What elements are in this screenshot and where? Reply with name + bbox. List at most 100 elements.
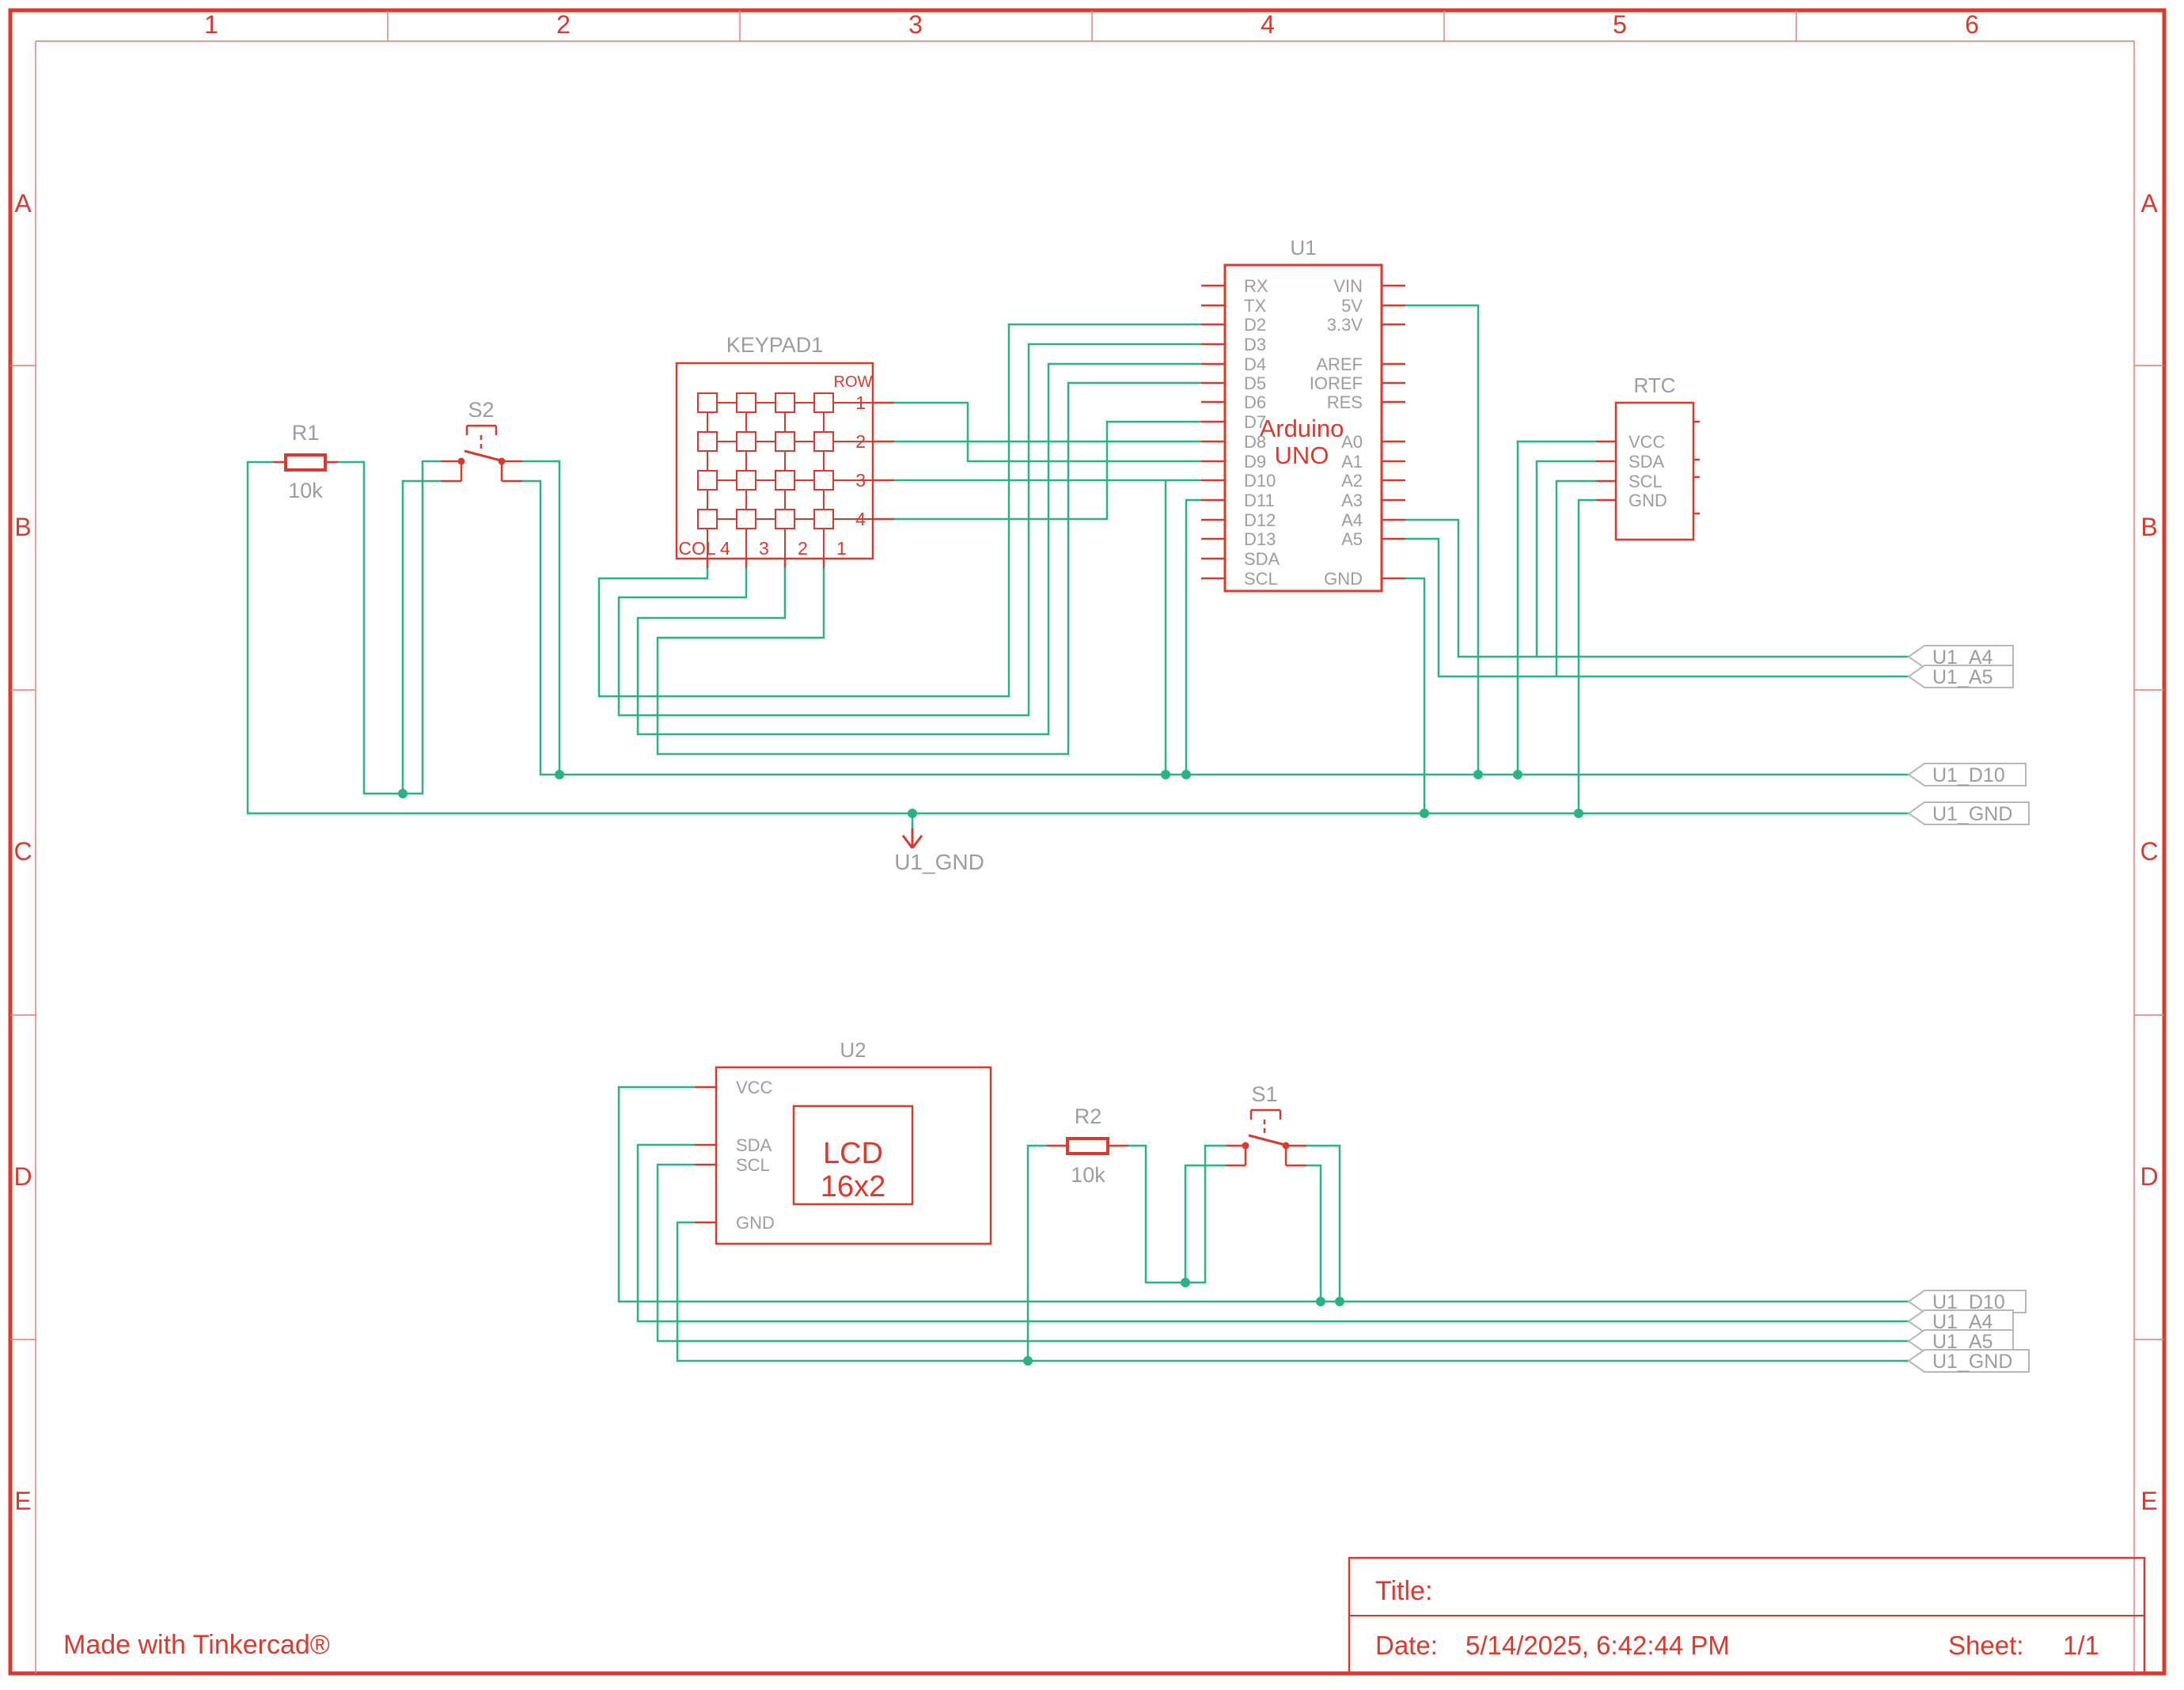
- wire[interactable]: [1128, 1144, 1226, 1284]
- net-flag-U1_A5[interactable]: [1907, 665, 2014, 688]
- wire[interactable]: [522, 460, 561, 775]
- switch-contact-dot: [457, 457, 465, 465]
- red-linework: [273, 284, 1700, 1224]
- wire[interactable]: [1516, 440, 1596, 775]
- frame-outer-border: [8, 8, 2167, 1676]
- wire[interactable]: [1535, 460, 1596, 657]
- wire[interactable]: [894, 479, 1167, 775]
- wire[interactable]: [617, 1086, 1909, 1303]
- wire[interactable]: [1306, 1144, 1341, 1302]
- u1-pin-name: SDA: [1244, 549, 1280, 569]
- u1-pin-name: A1: [1341, 452, 1363, 472]
- u1-pin-name: GND: [1324, 569, 1363, 589]
- junction-dot: [1473, 770, 1483, 779]
- u1-pin-name: A0: [1341, 432, 1363, 452]
- r2-value: 10k: [1071, 1163, 1105, 1187]
- u1-pin-name: D9: [1244, 452, 1266, 472]
- title-label: Title:: [1375, 1576, 1432, 1606]
- net-flag-label: U1_GND: [1932, 803, 2012, 825]
- wire[interactable]: [1555, 479, 1596, 676]
- symbol-line: [901, 835, 914, 849]
- u1-pin-name: RES: [1327, 392, 1363, 412]
- junction-dot: [1023, 1356, 1033, 1366]
- wire[interactable]: [1405, 577, 1426, 813]
- rtc-ref: RTC: [1634, 373, 1676, 397]
- r1-body[interactable]: [284, 453, 327, 472]
- wire[interactable]: [656, 381, 1201, 756]
- wire[interactable]: [1577, 498, 1596, 813]
- junction-dot: [1316, 1297, 1325, 1306]
- wire[interactable]: [894, 401, 1201, 463]
- lcd-screen[interactable]: [792, 1105, 914, 1206]
- wire[interactable]: [636, 362, 1201, 736]
- junction-dot: [1574, 809, 1583, 818]
- wire[interactable]: [894, 420, 1201, 521]
- u1-pin-name: D6: [1244, 392, 1266, 412]
- r2-ref: R2: [1075, 1105, 1102, 1128]
- u1-ref: U1: [1290, 236, 1316, 260]
- wire[interactable]: [338, 460, 441, 795]
- u1-pin-name: D7: [1244, 412, 1266, 432]
- frame-row-label-left: B: [14, 513, 31, 541]
- junction-dot: [1181, 770, 1191, 779]
- u2-pin-name: SDA: [736, 1135, 772, 1155]
- u2-ref: U2: [840, 1038, 866, 1062]
- wire[interactable]: [1184, 1164, 1226, 1283]
- net-flag-label: U1_GND: [1932, 1351, 2012, 1373]
- junction-dot: [1181, 1278, 1190, 1287]
- rtc-pin-name: VCC: [1629, 432, 1666, 452]
- frame-column-label: 1: [204, 10, 218, 39]
- net-flag-U1_A5[interactable]: [1907, 1329, 2014, 1353]
- keypad-row-number: 1: [855, 392, 866, 413]
- sheet-value: 1/1: [2063, 1631, 2099, 1660]
- u2-body[interactable]: [715, 1066, 992, 1245]
- u1-pin-name: AREF: [1316, 354, 1363, 374]
- net-flag-U1_A4[interactable]: [1907, 645, 2014, 669]
- wire[interactable]: [1306, 1164, 1322, 1302]
- u1-name-line1: Arduino: [1260, 415, 1344, 442]
- keypad-body[interactable]: [675, 362, 874, 560]
- net-flag-U1_A4[interactable]: [1907, 1309, 2014, 1333]
- net-flag-U1_GND[interactable]: [1907, 1349, 2030, 1373]
- wire[interactable]: [597, 323, 1201, 698]
- frame-row-label-right: A: [2140, 189, 2158, 218]
- rtc-pin-name: GND: [1629, 491, 1667, 510]
- symbol-line: [1248, 1134, 1286, 1146]
- net-flag-label: U1_A5: [1932, 666, 1993, 688]
- rtc-body[interactable]: [1614, 401, 1695, 541]
- wires[interactable]: [246, 304, 1909, 1366]
- wire[interactable]: [1405, 518, 1909, 658]
- wire[interactable]: [1405, 537, 1909, 678]
- u1-pin-name: D10: [1244, 471, 1276, 491]
- lcd-screen-line1: LCD: [823, 1137, 883, 1170]
- date-label: Date:: [1375, 1631, 1438, 1660]
- wire[interactable]: [1026, 1144, 1047, 1361]
- wire[interactable]: [246, 460, 1909, 815]
- keypad-row-number: 4: [855, 509, 866, 529]
- wire[interactable]: [617, 343, 1201, 717]
- wire[interactable]: [1185, 498, 1201, 775]
- net-flag-U1_D10[interactable]: [1907, 763, 2027, 786]
- wire[interactable]: [656, 1163, 1909, 1343]
- net-flag-U1_GND[interactable]: [1907, 801, 2030, 825]
- keypad-grid: [697, 392, 873, 559]
- wire[interactable]: [676, 1221, 1909, 1362]
- wire[interactable]: [636, 1143, 1909, 1323]
- frame-row-label-left: D: [13, 1162, 32, 1191]
- u1-pin-name: A5: [1341, 529, 1363, 549]
- u1-body[interactable]: [1223, 263, 1383, 593]
- junction-dot: [1335, 1297, 1344, 1306]
- net-flag-U1_D10[interactable]: [1907, 1290, 2027, 1313]
- wire[interactable]: [1405, 304, 1480, 775]
- junction-dot: [1420, 809, 1429, 818]
- wire[interactable]: [401, 479, 441, 794]
- component-bodies[interactable]: [284, 263, 1695, 1245]
- wire[interactable]: [522, 479, 1909, 776]
- u1-pin-name: D11: [1244, 491, 1275, 510]
- r2-body[interactable]: [1066, 1137, 1109, 1155]
- switch-contact-dot: [1282, 1142, 1290, 1150]
